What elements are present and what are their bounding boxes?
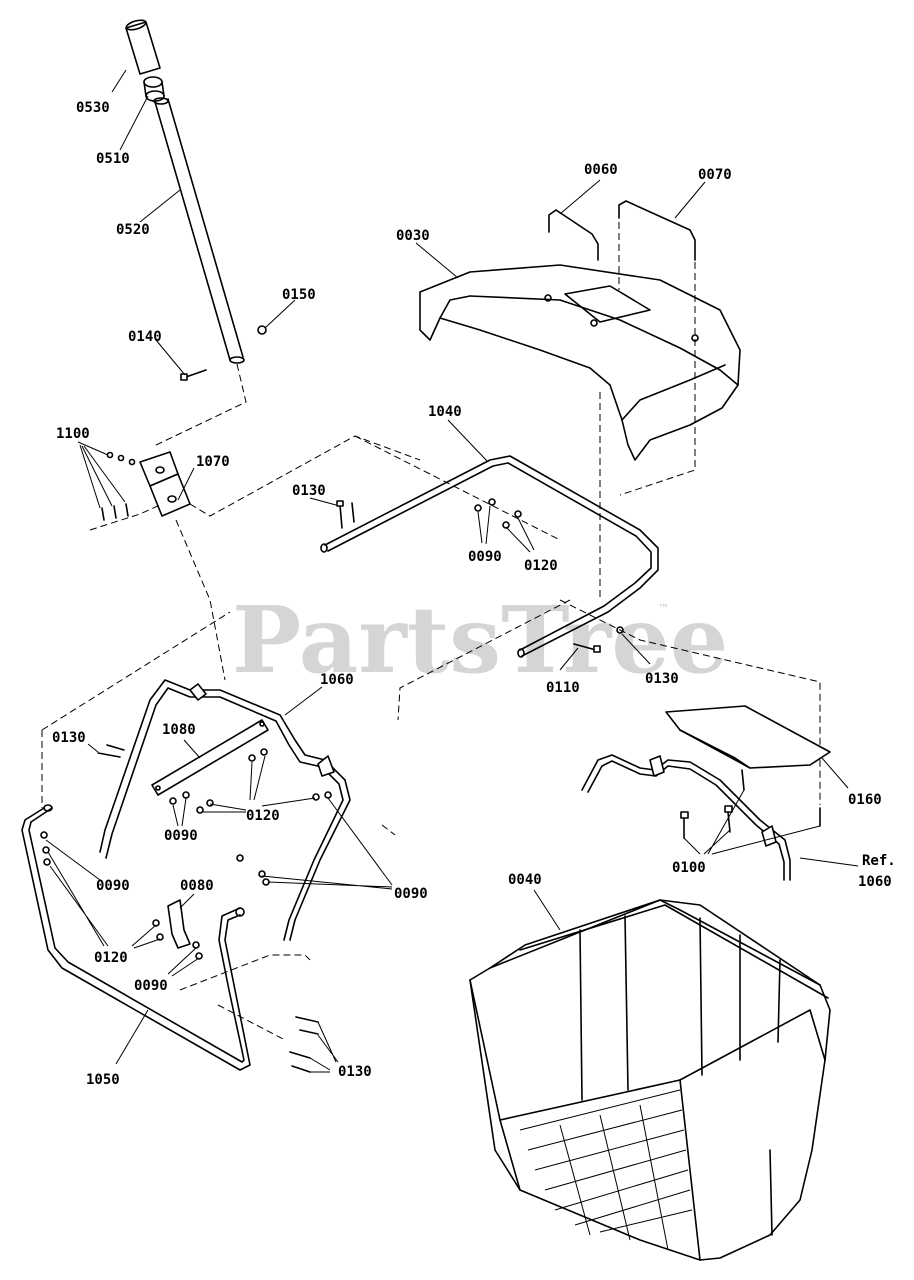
watermark-text: PartsTree — [232, 586, 728, 694]
callout-0090-a: 0090 — [468, 549, 502, 565]
callout-0120-c: 0120 — [94, 950, 128, 966]
frame-1060 — [99, 679, 351, 941]
hardware-1050-frame — [40, 831, 319, 1073]
callout-1070: 1070 — [196, 454, 230, 470]
callout-0510: 0510 — [96, 151, 130, 167]
upper-cover-0030 — [419, 264, 741, 461]
callout-0120-b: 0120 — [246, 808, 280, 824]
callout-0530: 0530 — [76, 100, 110, 116]
grip-0530 — [125, 19, 161, 75]
callout-0090-e: 0090 — [134, 978, 168, 994]
lower-frame-ref-1060 — [581, 754, 791, 881]
nut-0130-mid — [616, 626, 624, 634]
callout-ref: Ref. — [862, 853, 896, 869]
callout-1060: 1060 — [320, 672, 354, 688]
callout-1050: 1050 — [86, 1072, 120, 1088]
tube-0520 — [153, 97, 245, 364]
callout-0090-c: 0090 — [394, 886, 428, 902]
bracket-0080 — [167, 899, 191, 949]
callout-0160: 0160 — [848, 792, 882, 808]
leader-lines — [45, 69, 859, 1073]
callout-0130-c: 0130 — [52, 730, 86, 746]
callout-0130-a: 0130 — [292, 483, 326, 499]
rod-0060 — [548, 209, 599, 261]
callout-0060: 0060 — [584, 162, 618, 178]
frame-1050 — [21, 804, 251, 1071]
callout-0030: 0030 — [396, 228, 430, 244]
callout-0040: 0040 — [508, 872, 542, 888]
plate-0160 — [665, 705, 831, 769]
callout-0130-b: 0130 — [645, 671, 679, 687]
bushing-0510 — [143, 76, 165, 102]
callout-labels: 0530 0510 0520 0150 0140 1100 1070 0060 … — [52, 100, 896, 1088]
nut-0150 — [257, 325, 267, 335]
callout-0080: 0080 — [180, 878, 214, 894]
callout-0130-d: 0130 — [338, 1064, 372, 1080]
callout-0090-d: 0090 — [96, 878, 130, 894]
bracket-1070 — [139, 451, 191, 517]
callout-0520: 0520 — [116, 222, 150, 238]
callout-ref-1060: 1060 — [858, 874, 892, 890]
bag-0040 — [469, 899, 831, 1261]
rod-0070 — [618, 200, 696, 261]
callout-0140: 0140 — [128, 329, 162, 345]
bolt-0110 — [573, 643, 601, 653]
callout-0120-a: 0120 — [524, 558, 558, 574]
callout-1100: 1100 — [56, 426, 90, 442]
bar-1080 — [151, 719, 269, 796]
hardware-1060-frame — [97, 744, 332, 886]
callout-0100: 0100 — [672, 860, 706, 876]
callout-0070: 0070 — [698, 167, 732, 183]
callout-1040: 1040 — [428, 404, 462, 420]
washers-0090-0120-top — [474, 498, 522, 529]
callout-0110: 0110 — [546, 680, 580, 696]
hardware-1100 — [101, 451, 136, 521]
callout-1080: 1080 — [162, 722, 196, 738]
bolts-0100 — [680, 769, 821, 839]
callout-0150: 0150 — [282, 287, 316, 303]
rod-1040 — [320, 455, 659, 658]
bolts-0130-top — [336, 500, 355, 529]
watermark-trademark: ™ — [658, 602, 669, 615]
callout-0090-b: 0090 — [164, 828, 198, 844]
